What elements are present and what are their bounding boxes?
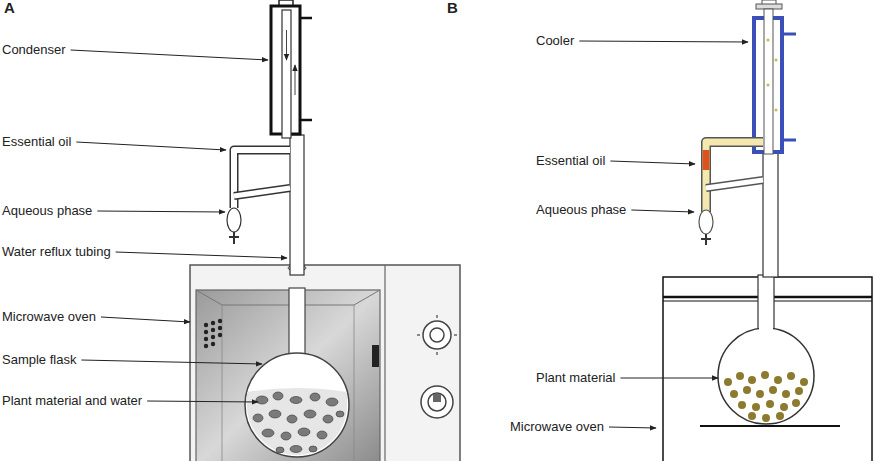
part-label: Water reflux tubing [2, 244, 111, 260]
condenser-a [271, 0, 312, 275]
leader-line [97, 211, 225, 212]
part-label: Cooler [536, 33, 574, 49]
leader-line [609, 427, 656, 428]
leader-line [631, 210, 694, 212]
part-label: Plant material [536, 370, 615, 386]
sample-flask-a [245, 288, 349, 457]
part-label: Sample flask [2, 352, 76, 368]
leader-line [81, 360, 262, 364]
part-label: Microwave oven [2, 309, 96, 325]
leader-line [101, 317, 190, 322]
panel-letter: B [447, 0, 458, 16]
leader-line [620, 378, 718, 379]
part-label: Aqueous phase [2, 203, 92, 219]
leader-line [76, 142, 226, 150]
leader-line [116, 252, 287, 258]
leader-line [579, 41, 748, 42]
side-arm-b [699, 142, 763, 245]
leader-lines [71, 41, 748, 428]
part-label: Aqueous phase [536, 202, 626, 218]
panel-letter: A [4, 0, 15, 16]
part-label: Plant material and water [2, 393, 142, 409]
part-label: Microwave oven [510, 419, 604, 435]
leader-line [610, 161, 695, 164]
leader-line [147, 401, 258, 402]
flask-b [718, 275, 814, 424]
leader-line [71, 50, 268, 60]
part-label: Essential oil [2, 134, 71, 150]
part-label: Essential oil [536, 153, 605, 169]
part-label: Condenser [2, 42, 66, 58]
side-arm-a [227, 150, 290, 244]
